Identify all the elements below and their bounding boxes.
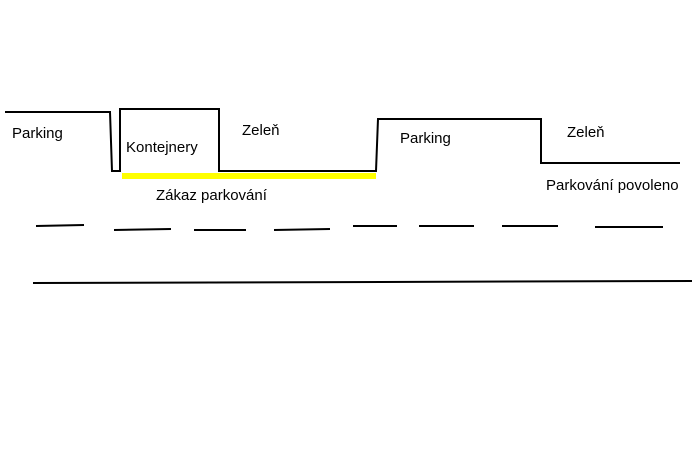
greenery-label-left: Zeleň <box>242 122 280 139</box>
parking-allowed-label: Parkování povoleno <box>546 177 679 194</box>
greenery-label-right: Zeleň <box>567 124 605 141</box>
dash <box>35 224 85 227</box>
parking-label-right: Parking <box>400 130 451 147</box>
parking-label-left: Parking <box>12 125 63 142</box>
containers-label: Kontejnery <box>126 139 198 156</box>
dash <box>273 228 331 231</box>
curb-outline <box>5 108 680 172</box>
no-parking-label: Zákaz parkování <box>156 187 267 204</box>
dash <box>113 228 172 231</box>
opposite-road-edge <box>32 280 693 284</box>
center-dashed-line <box>35 224 663 231</box>
